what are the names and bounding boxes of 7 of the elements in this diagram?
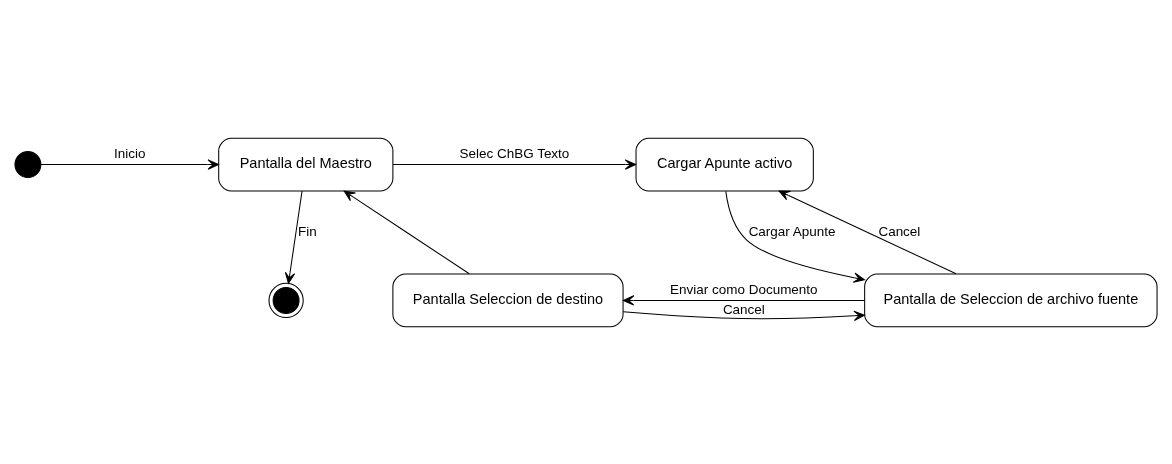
edge-label: Inicio	[114, 145, 146, 161]
edge-label: Enviar como Documento	[670, 281, 818, 297]
edge-label: Fin	[297, 223, 317, 239]
edge-label: Selec ChBG Texto	[459, 145, 570, 161]
edge-label: Cancel	[878, 223, 921, 239]
edge-label: Cargar Apunte	[748, 223, 836, 239]
edge-label: Cancel	[722, 301, 765, 317]
